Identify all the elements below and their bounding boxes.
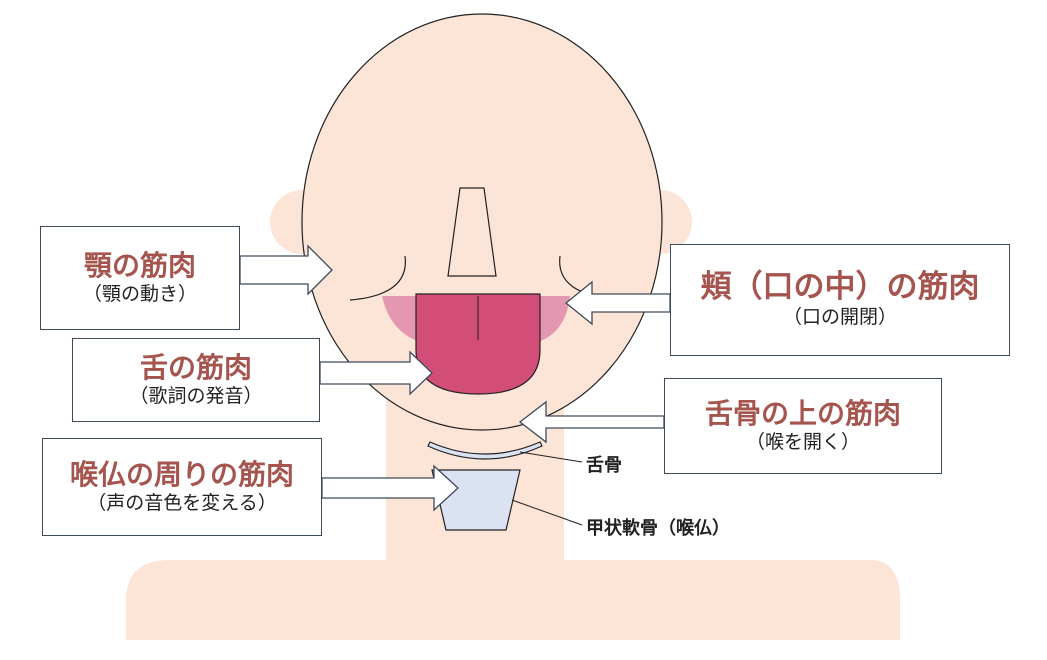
larynx-muscle-sub: （声の音色を変える） [87,491,277,514]
shoulders-shape [126,560,900,640]
thyroid-label: 甲状軟骨（喉仏） [586,518,730,539]
suprahyoid-arrow [518,400,665,444]
jaw-muscle-title: 顎の筋肉 [83,248,196,282]
jaw-arrow [239,244,333,296]
cheek-muscle-title: 頬（口の中）の筋肉 [700,268,980,305]
tongue-muscle-sub: （歌詞の発音） [129,384,263,407]
tongue-arrow [319,350,433,396]
hyoid-label: 舌骨 [586,455,622,476]
cheek-arrow [564,280,671,326]
larynx-arrow [321,464,459,512]
jaw-muscle-box: 顎の筋肉 （顎の動き） [40,226,240,330]
larynx-muscle-title: 喉仏の周りの筋肉 [69,457,294,491]
suprahyoid-muscle-title: 舌骨の上の筋肉 [704,396,901,430]
tongue-muscle-title: 舌の筋肉 [139,350,252,384]
cheek-muscle-sub: （口の開閉） [782,306,897,329]
left-cheek-line [349,255,406,301]
thyroid-leader-line [511,499,583,526]
cheek-muscle-box: 頬（口の中）の筋肉 （口の開閉） [670,244,1010,356]
suprahyoid-muscle-sub: （喉を開く） [745,430,860,453]
tongue-muscle-box: 舌の筋肉 （歌詞の発音） [72,338,320,422]
jaw-muscle-sub: （顎の動き） [82,282,197,305]
suprahyoid-muscle-box: 舌骨の上の筋肉 （喉を開く） [664,378,942,474]
hyoid-bone [427,441,543,460]
larynx-muscle-box: 喉仏の周りの筋肉 （声の音色を変える） [42,438,322,536]
hyoid-leader-line [519,451,583,463]
nose-shape [447,187,497,277]
